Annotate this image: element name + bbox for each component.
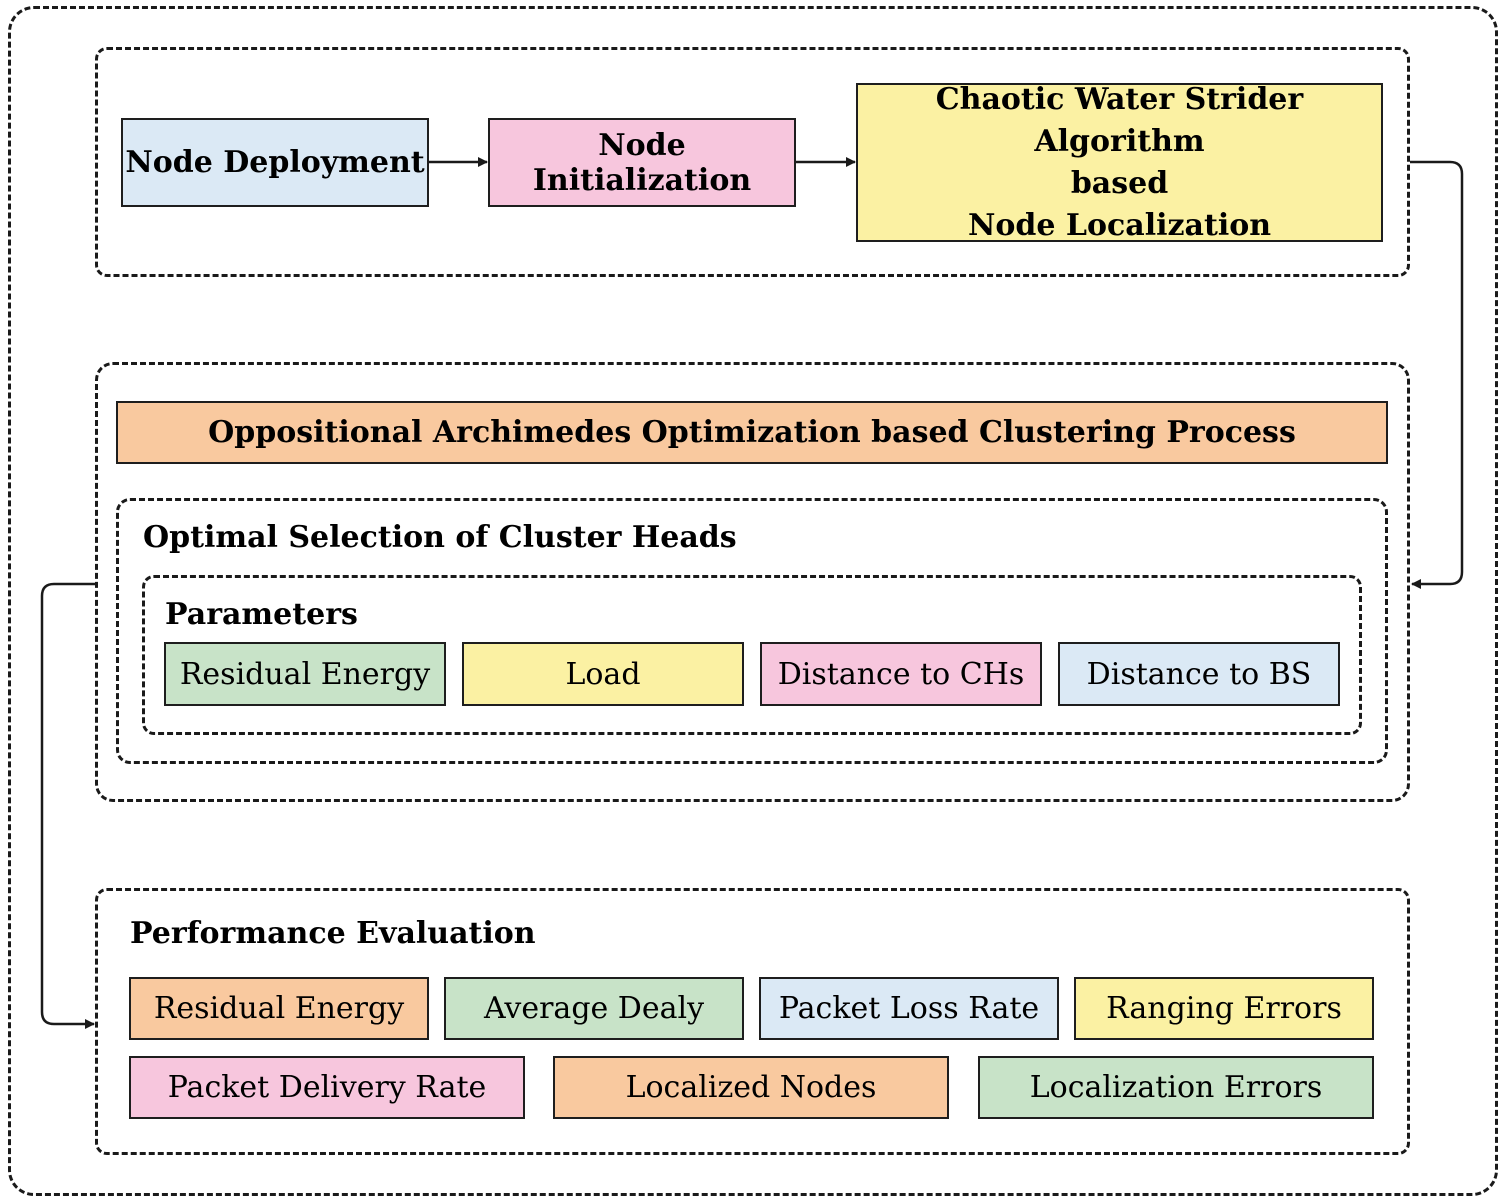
metric-residual-energy: Residual Energy: [129, 977, 429, 1040]
node-initialization-box: Node Initialization: [488, 118, 796, 207]
clustering-group: [95, 362, 1410, 802]
cwsa-localization-box: Chaotic Water Strider Algorithm based No…: [856, 82, 1383, 243]
param-distance-to-bs: Distance to BS: [1058, 642, 1340, 706]
param-distance-to-bs-label: Distance to BS: [1086, 656, 1312, 692]
param-load: Load: [462, 642, 744, 706]
outer-frame: [8, 6, 1498, 1196]
cwsa-line-1: Chaotic Water Strider Algorithm: [935, 81, 1304, 159]
cluster-head-selection-title: Optimal Selection of Cluster Heads: [143, 520, 737, 555]
arrow-localization-to-clustering: [1410, 160, 1464, 589]
param-distance-to-chs: Distance to CHs: [760, 642, 1042, 706]
param-distance-to-chs-label: Distance to CHs: [777, 656, 1025, 692]
clustering-header-box: Oppositional Archimedes Optimization bas…: [116, 401, 1388, 464]
metric-localized-nodes: Localized Nodes: [553, 1056, 949, 1119]
arrow-clustering-to-performance: [40, 582, 95, 1029]
metric-ranging-errors: Ranging Errors: [1074, 977, 1374, 1040]
node-initialization-label: Node Initialization: [532, 127, 752, 198]
metric-packet-loss-rate-label: Packet Loss Rate: [778, 991, 1040, 1026]
metric-ranging-errors-label: Ranging Errors: [1106, 991, 1342, 1026]
node-deployment-box: Node Deployment: [121, 118, 429, 207]
metric-packet-loss-rate: Packet Loss Rate: [759, 977, 1059, 1040]
metric-average-dealy: Average Dealy: [444, 977, 744, 1040]
metric-average-dealy-label: Average Dealy: [483, 991, 705, 1026]
param-residual-energy-label: Residual Energy: [179, 656, 431, 692]
parameters-group: [142, 575, 1362, 735]
clustering-header-label: Oppositional Archimedes Optimization bas…: [208, 415, 1296, 450]
performance-title: Performance Evaluation: [130, 916, 536, 951]
metric-packet-delivery-rate-label: Packet Delivery Rate: [167, 1070, 487, 1105]
cwsa-line-2: based: [1070, 165, 1169, 201]
metric-localized-nodes-label: Localized Nodes: [625, 1070, 877, 1105]
cluster-head-selection-group: [116, 498, 1388, 764]
localization-group: [95, 47, 1410, 277]
param-load-label: Load: [565, 656, 641, 692]
metric-residual-energy-label: Residual Energy: [153, 991, 405, 1026]
performance-group: [95, 888, 1410, 1155]
metric-localization-errors-label: Localization Errors: [1029, 1070, 1323, 1105]
param-residual-energy: Residual Energy: [164, 642, 446, 706]
metric-packet-delivery-rate: Packet Delivery Rate: [129, 1056, 525, 1119]
metric-localization-errors: Localization Errors: [978, 1056, 1374, 1119]
node-deployment-label: Node Deployment: [125, 145, 425, 180]
parameters-title: Parameters: [165, 597, 358, 632]
cwsa-line-3: Node Localization: [967, 207, 1272, 243]
